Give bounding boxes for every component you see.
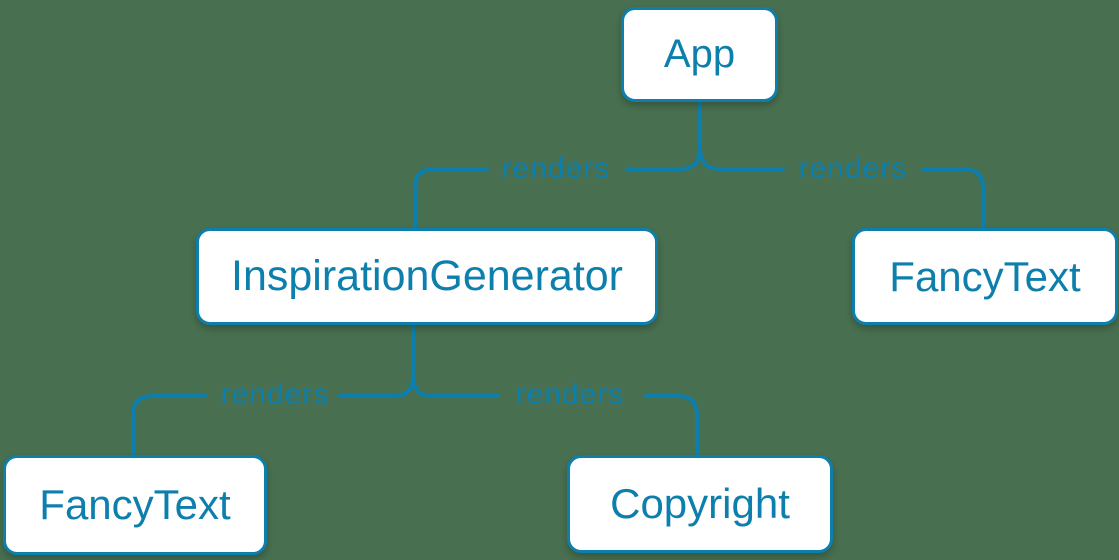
- node-fancy-text-bottom: FancyText: [3, 455, 267, 555]
- connector-app-to-fancy-text: [698, 144, 985, 230]
- node-fancy-text-bottom-label: FancyText: [39, 481, 231, 528]
- connector-inspiration-generator-to-copyright: [411, 373, 699, 457]
- edge-label-app-to-fancy-text: renders: [798, 152, 908, 185]
- node-app: App: [621, 7, 778, 102]
- node-fancy-text-top: FancyText: [852, 228, 1118, 325]
- node-fancy-text-top-label: FancyText: [889, 252, 1081, 300]
- edge-label-inspiration-generator-to-fancy-text: renders: [220, 378, 330, 411]
- node-inspiration-generator: InspirationGenerator: [196, 228, 658, 325]
- edge-label-inspiration-generator-to-copyright: renders: [515, 378, 625, 411]
- node-app-label: App: [663, 32, 736, 76]
- node-copyright-label: Copyright: [610, 480, 790, 527]
- node-inspiration-generator-label: InspirationGenerator: [231, 252, 623, 300]
- edge-label-app-to-inspiration-generator: renders: [501, 152, 611, 185]
- node-copyright: Copyright: [567, 455, 833, 553]
